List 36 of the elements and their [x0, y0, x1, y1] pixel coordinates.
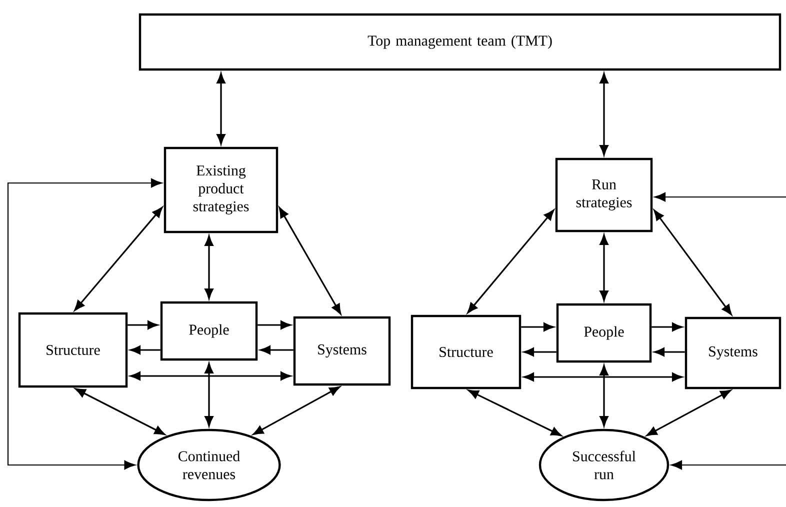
arrow: [128, 320, 158, 330]
arrow: [260, 346, 294, 354]
arrow: [468, 390, 562, 436]
arrow: [204, 363, 214, 426]
arrow: [7, 178, 162, 470]
process-box: Systems: [293, 316, 391, 386]
process-box: People: [556, 303, 652, 363]
arrow: [252, 386, 340, 435]
process-box: Systems: [684, 316, 782, 390]
arrow: [654, 348, 685, 356]
arrow: [524, 348, 556, 356]
arrow: [646, 390, 731, 436]
arrow: [654, 192, 786, 202]
arrow: [216, 73, 226, 144]
process-box: Existing product strategies: [164, 146, 278, 234]
arrow: [524, 372, 682, 382]
process-box: Top management team (TMT): [138, 13, 782, 71]
arrow: [652, 322, 682, 332]
process-box: Structure: [18, 312, 128, 388]
arrow: [74, 206, 163, 311]
arrow: [600, 73, 608, 156]
arrow: [130, 372, 291, 380]
process-box: Run strategies: [555, 158, 653, 232]
arrow: [654, 210, 732, 316]
arrow: [75, 388, 166, 435]
arrow: [130, 346, 160, 354]
arrow: [600, 234, 608, 301]
arrow: [670, 460, 786, 470]
arrow: [278, 207, 342, 314]
arrow: [204, 236, 214, 299]
arrow: [521, 322, 554, 332]
arrow: [467, 210, 554, 314]
arrow: [600, 365, 608, 426]
process-box: Structure: [410, 314, 522, 390]
arrow: [258, 320, 291, 330]
process-box: People: [160, 301, 258, 361]
